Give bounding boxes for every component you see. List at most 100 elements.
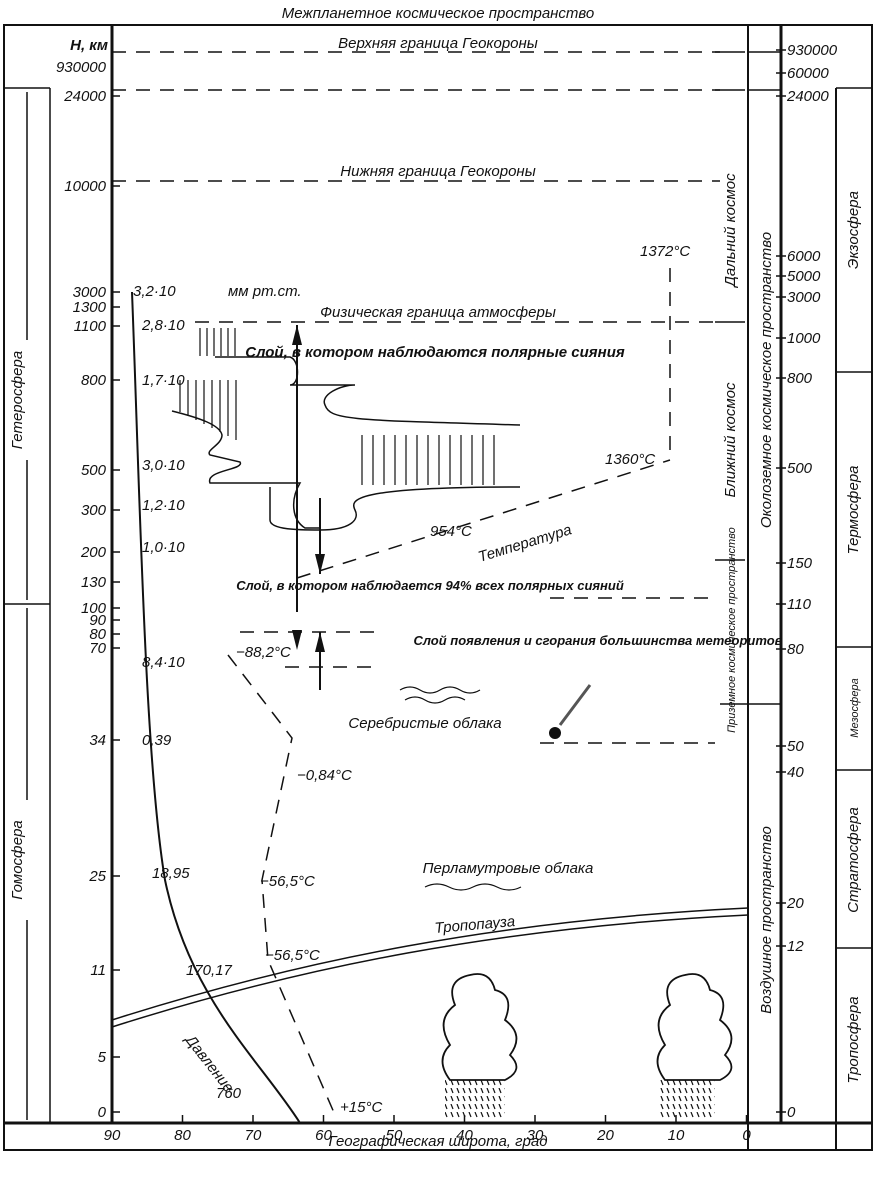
x-axis-ticks: 90 80 70 60 50 40 30 20 10 0: [104, 1115, 751, 1144]
nacreous-cloud-icon: [424, 883, 522, 891]
pressure-value: 3,0·10: [142, 457, 185, 474]
temperature-line-upper: [296, 459, 671, 579]
x-tick-label: 40: [456, 1127, 473, 1144]
x-axis-label: Географическая широта, град: [328, 1133, 547, 1150]
y-tick-label: 25: [88, 868, 106, 885]
near-earth-space-label: Околоземное космическое пространство: [758, 232, 775, 528]
x-tick-label: 30: [527, 1127, 544, 1144]
y-tick-label: 130: [81, 574, 107, 591]
stratosphere-label: Стратосфера: [845, 807, 862, 913]
temperature-value: −56,5°C: [260, 873, 315, 890]
pressure-value: 3,2·10: [133, 283, 176, 300]
mesosphere-label: Мезосфера: [849, 678, 861, 737]
geocorona-lower-label: Нижняя граница Геокороны: [340, 163, 535, 180]
noctilucent-cloud-icon: [399, 686, 481, 704]
meteor-label: Слой появления и сгорания большинства ме…: [413, 633, 782, 648]
x-tick-label: 20: [596, 1127, 614, 1144]
temperature-value: +15°C: [340, 1099, 382, 1116]
right-tick-label: 110: [787, 596, 812, 613]
temperature-label: Температура: [476, 521, 574, 566]
tropopause-line-2: [111, 914, 749, 1028]
y-tick-label: 24000: [63, 88, 106, 105]
pressure-value: 2,8·10: [141, 317, 185, 334]
y-tick-label: 300: [81, 502, 107, 519]
right-tick-label: 150: [787, 555, 813, 572]
y-tick-label: 90: [89, 612, 106, 629]
pressure-value: 1,0·10: [142, 539, 185, 556]
aurora94-label: Слой, в котором наблюдается 94% всех пол…: [236, 578, 624, 593]
y-tick-label: 70: [89, 640, 106, 657]
y-tick-label: 200: [80, 544, 107, 561]
right-tick-label: 20: [786, 895, 804, 912]
y-tick-label: 800: [81, 372, 107, 389]
geocorona-upper-label: Верхняя граница Геокороны: [338, 35, 538, 52]
arrow-up-icon: [292, 325, 302, 345]
meteor-trail: [558, 684, 592, 726]
title: Межпланетное космическое пространство: [282, 5, 595, 22]
y-tick-label: 500: [81, 462, 107, 479]
y-tick-label: 3000: [73, 284, 107, 301]
far-space-label: Дальний космос: [722, 173, 739, 289]
pressure-value: 1,7·10: [142, 372, 185, 389]
pressure-values: 3,2·102,8·101,7·103,0·101,2·101,0·108,4·…: [133, 283, 242, 1102]
physical-boundary-label: Физическая граница атмосферы: [320, 304, 556, 321]
temperature-value: 1372°C: [640, 243, 690, 260]
pressure-value: 760: [216, 1085, 242, 1102]
y-axis-label: H, км: [70, 37, 108, 54]
outer-frame: [3, 24, 873, 1151]
aurora-hatching: [179, 328, 495, 485]
tropopause-line: [111, 907, 749, 1021]
pressure-label: Давление: [181, 1030, 237, 1096]
y-tick-label: 34: [89, 732, 106, 749]
pressure-value: 8,4·10: [142, 654, 185, 671]
x-tick-label: 70: [245, 1127, 262, 1144]
temperature-value: 1360°C: [605, 451, 655, 468]
x-tick-label: 90: [104, 1127, 121, 1144]
x-tick-label: 10: [668, 1127, 685, 1144]
right-tick-label: 50: [787, 738, 804, 755]
right-tick-label: 24000: [786, 88, 829, 105]
right-tick-label: 80: [787, 641, 804, 658]
exosphere-label: Экзосфера: [845, 191, 862, 269]
y-axis-ticks: 9300002400010000300013001100800500300200…: [56, 59, 120, 1121]
y-tick-label: 80: [89, 626, 106, 643]
x-tick-label: 80: [174, 1127, 191, 1144]
near-space-label: Ближний космос: [722, 382, 739, 498]
right-tick-label: 1000: [787, 330, 821, 347]
rain-hatching: [445, 1080, 715, 1120]
space-zone-dividers: [715, 51, 781, 705]
x-tick-label: 50: [386, 1127, 403, 1144]
arrow-down-icon: [292, 630, 302, 650]
y-tick-label: 1100: [74, 318, 107, 335]
right-axis-ticks: 9300006000024000600050003000100080050015…: [776, 42, 838, 1121]
pressure-value: 0,39: [142, 732, 172, 749]
right-tick-label: 800: [787, 370, 813, 387]
temperature-values: 1372°C 1360°C 954°C −88,2°C −0,84°C −56,5°C −5…: [236, 243, 690, 1116]
y-tick-label: 100: [81, 600, 107, 617]
temperature-value: −56,5°C: [265, 947, 320, 964]
right-tick-label: 6000: [787, 248, 821, 265]
right-tick-label: 60000: [787, 65, 829, 82]
y-tick-label: 0: [98, 1104, 107, 1121]
noctilucent-label: Серебристые облака: [348, 715, 501, 732]
nacreous-label: Перламутровые облака: [423, 860, 594, 877]
right-tick-label: 40: [787, 764, 804, 781]
right-tick-label: 0: [787, 1104, 796, 1121]
temperature-value: 954°C: [430, 523, 472, 540]
homosphere-label: Гомосфера: [9, 820, 26, 900]
y-tick-label: 5: [98, 1049, 107, 1066]
y-tick-label: 11: [90, 962, 106, 979]
pressure-curve: [131, 291, 301, 1124]
pressure-value: 170,17: [186, 962, 233, 979]
surface-space-label: Приземное космическое пространство: [726, 527, 738, 733]
y-tick-label: 1300: [73, 299, 107, 316]
x-tick-label: 60: [315, 1127, 332, 1144]
x-tick-label: 0: [742, 1127, 751, 1144]
temperature-value: −88,2°C: [236, 644, 291, 661]
thermosphere-label: Термосфера: [845, 465, 862, 554]
temperature-value: −0,84°C: [297, 767, 352, 784]
pressure-value: 18,95: [152, 865, 190, 882]
aurora-layer-label: Слой, в котором наблюдаются полярные сия…: [245, 344, 625, 361]
aurora-layer-label-1: Слой, в котором наблюдаются полярные сия…: [245, 344, 625, 361]
